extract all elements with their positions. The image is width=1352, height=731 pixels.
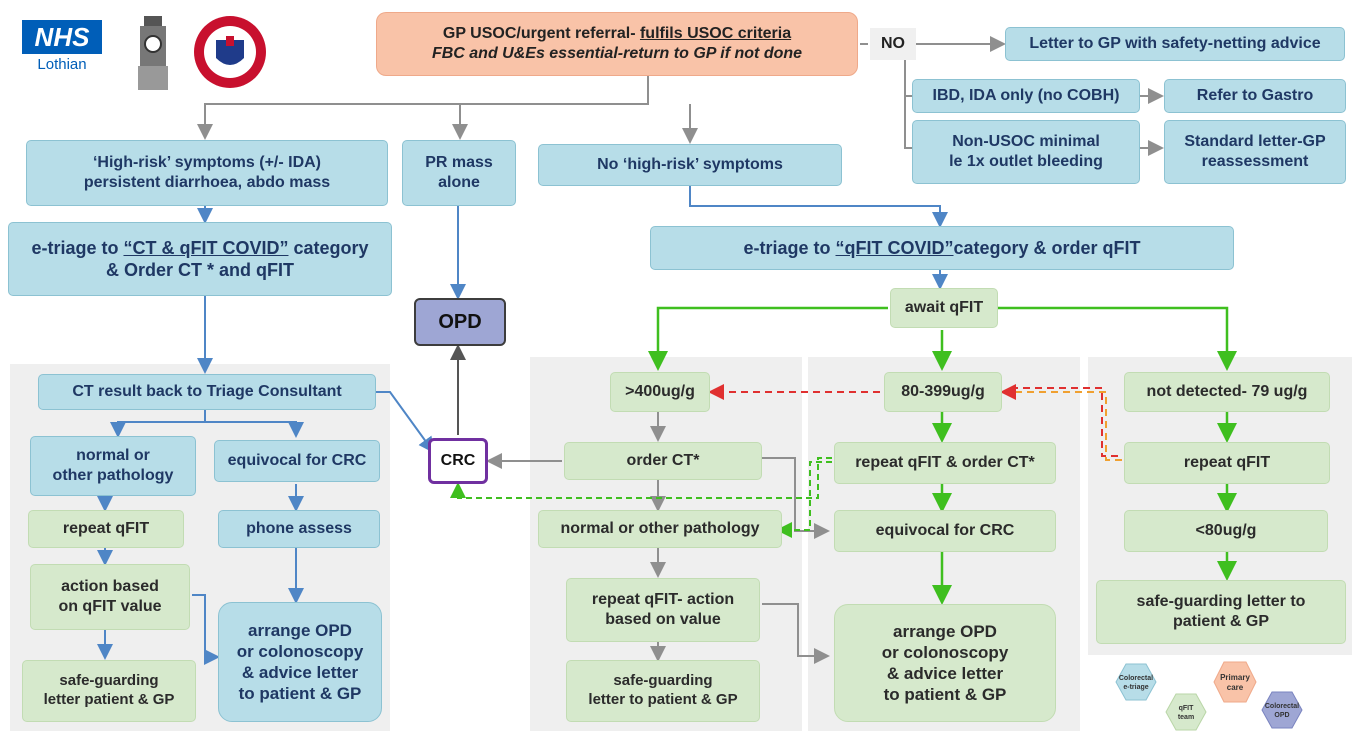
etriage-ct-qfit-line2: & Order CT * and qFIT <box>105 260 294 280</box>
safe-right-line1: safe-guarding letter to <box>1136 593 1306 610</box>
standard-letter-line2: reassessment <box>1201 153 1309 170</box>
safe-left-line2: letter patient & GP <box>43 691 175 708</box>
repeat-action-line2: based on value <box>605 611 721 628</box>
repeat-order-ct-box: repeat qFIT & order CT* <box>834 442 1056 484</box>
safe-right-line2: patient & GP <box>1172 613 1269 630</box>
ibd-ida-box: IBD, IDA only (no COBH) <box>912 79 1140 113</box>
high-risk-line2: persistent diarrhoea, abdo mass <box>83 174 331 191</box>
safeguarding-box-right: safe-guarding letter to patient & GP <box>1096 580 1346 644</box>
gt400-box: >400ug/g <box>610 372 710 412</box>
repeat-action-line1: repeat qFIT- action <box>591 591 735 608</box>
refer-gastro-box: Refer to Gastro <box>1164 79 1346 113</box>
ct-result-box: CT result back to Triage Consultant <box>38 374 376 410</box>
normal-left-line2: other pathology <box>52 467 174 484</box>
non-usoc-line2: le 1x outlet bleeding <box>949 153 1103 170</box>
etriage-ct-qfit-box: e-triage to “CT & qFIT COVID” category &… <box>8 222 392 296</box>
safeguarding-box-left: safe-guarding letter patient & GP <box>22 660 196 722</box>
non-usoc-line1: Non-USOC minimal <box>952 133 1100 150</box>
western-general-hospital-logo <box>136 14 170 99</box>
usoc-referral-line2: FBC and U&Es essential-return to GP if n… <box>431 45 803 62</box>
standard-letter-line1: Standard letter-GP <box>1184 133 1326 150</box>
equivocal-box-left: equivocal for CRC <box>214 440 380 482</box>
etriage-qfit-suffix: category & order qFIT <box>953 237 1141 258</box>
repeat-qfit-action-box: repeat qFIT- action based on value <box>566 578 760 642</box>
arrange-opd-box-right: arrange OPD or colonoscopy & advice lett… <box>834 604 1056 722</box>
action-qfit-value-box: action based on qFIT value <box>30 564 190 630</box>
arrange-right-line2: or colonoscopy <box>881 642 1009 662</box>
etriage-qfit-box: e-triage to “qFIT COVID” category & orde… <box>650 226 1234 270</box>
nhs-logo-text: NHS <box>22 20 102 54</box>
arrange-right-line3: & advice letter <box>886 664 1004 683</box>
mid-range-box: 80-399ug/g <box>884 372 1002 412</box>
crc-box: CRC <box>428 438 488 484</box>
arrange-right-line4: to patient & GP <box>883 685 1007 705</box>
normal-pathology-box-right: normal or other pathology <box>538 510 782 548</box>
etriage-qfit-category: “qFIT COVID” <box>835 237 954 258</box>
action-qfit-line1: action based <box>61 578 159 595</box>
repeat-qfit-box-left: repeat qFIT <box>28 510 184 548</box>
standard-letter-box: Standard letter-GP reassessment <box>1164 120 1346 184</box>
usoc-referral-box: GP USOC/urgent referral- fulfils USOC cr… <box>376 12 858 76</box>
arrange-left-line2: or colonoscopy <box>236 641 364 661</box>
safe-left-line1: safe-guarding <box>59 672 159 690</box>
pr-mass-line2: alone <box>438 174 480 191</box>
safe-mid-line1: safe-guarding <box>613 672 713 690</box>
phone-assess-box: phone assess <box>218 510 380 548</box>
nhs-logo-sub: Lothian <box>37 56 87 73</box>
arrange-left-line3: & advice letter <box>241 663 359 682</box>
no-label: NO <box>870 28 916 60</box>
safe-mid-line2: letter to patient & GP <box>588 691 738 708</box>
no-high-risk-box: No ‘high-risk’ symptoms <box>538 144 842 186</box>
etriage-ct-qfit-line1: e-triage to “CT & qFIT COVID” category <box>31 237 368 260</box>
await-qfit-box: await qFIT <box>890 288 998 328</box>
pr-mass-line1: PR mass <box>425 154 493 171</box>
arrange-left-line4: to patient & GP <box>238 684 362 704</box>
safeguarding-box-mid: safe-guarding letter to patient & GP <box>566 660 760 722</box>
action-qfit-line2: on qFIT value <box>58 598 162 615</box>
normal-left-line1: normal or <box>76 447 150 464</box>
university-of-edinburgh-logo <box>192 14 268 95</box>
repeat-qfit-box-right: repeat qFIT <box>1124 442 1330 484</box>
pr-mass-box: PR mass alone <box>402 140 516 206</box>
high-risk-line1: ‘High-risk’ symptoms (+/- IDA) <box>92 154 322 171</box>
arrange-opd-box-left: arrange OPD or colonoscopy & advice lett… <box>218 602 382 722</box>
usoc-referral-line1: GP USOC/urgent referral- fulfils USOC cr… <box>443 24 791 44</box>
equivocal-box-right: equivocal for CRC <box>834 510 1056 552</box>
etriage-qfit-prefix: e-triage to <box>743 237 831 258</box>
nhs-lothian-logo: NHS Lothian <box>22 20 106 73</box>
opd-box: OPD <box>414 298 506 346</box>
etriage-ct-prefix: e-triage to <box>31 237 124 258</box>
arrange-left-line1: arrange OPD <box>248 620 352 640</box>
order-ct-box: order CT* <box>564 442 762 480</box>
usoc-referral-text: GP USOC/urgent referral- <box>442 25 640 42</box>
etriage-ct-category: “CT & qFIT COVID” <box>123 237 289 258</box>
etriage-ct-suffix: category <box>288 237 369 258</box>
arrange-right-line1: arrange OPD <box>893 621 997 641</box>
normal-pathology-box-left: normal or other pathology <box>30 436 196 496</box>
not-detected-box: not detected- 79 ug/g <box>1124 372 1330 412</box>
non-usoc-box: Non-USOC minimal le 1x outlet bleeding <box>912 120 1140 184</box>
high-risk-symptoms-box: ‘High-risk’ symptoms (+/- IDA) persisten… <box>26 140 388 206</box>
letter-safety-netting-box: Letter to GP with safety-netting advice <box>1005 27 1345 61</box>
usoc-criteria-text: fulfils USOC criteria <box>639 25 792 42</box>
lt80-box: <80ug/g <box>1124 510 1328 552</box>
